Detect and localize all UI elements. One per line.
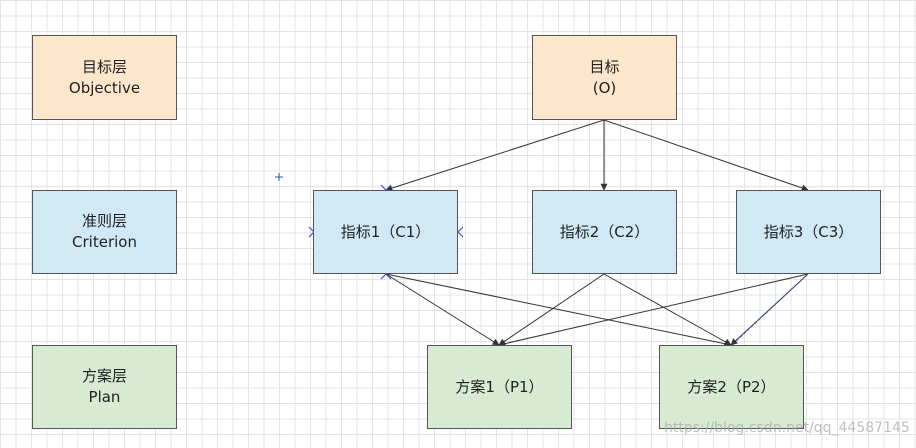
criterion-label: 指标3（C3） [763,222,854,241]
plus-cursor-icon [275,173,283,181]
criterion-node-c3[interactable]: 指标3（C3） [736,190,881,274]
plan-label: 方案1（P1） [455,377,544,396]
goal-code: (O) [592,78,617,97]
plan-node-p1[interactable]: 方案1（P1） [427,345,572,429]
edge-c3-p2-highlight [733,273,809,344]
layer-objective-subtitle: Objective [68,78,141,97]
criterion-node-c2[interactable]: 指标2（C2） [532,190,677,274]
criterion-node-c1[interactable]: 指标1（C1） [313,190,458,274]
layer-criterion-subtitle: Criterion [72,233,137,251]
layer-criterion-title: 准则层 [81,212,127,230]
edge-c1-p1[interactable] [385,273,500,346]
edge-o-c3[interactable] [603,119,809,192]
watermark-text: https://blog.csdn.net/qq_44587145 [664,420,910,436]
layer-criterion-box[interactable]: 准则层 Criterion [32,190,177,274]
plan-node-p2[interactable]: 方案2（P2） [659,345,804,429]
goal-node[interactable]: 目标 (O) [532,35,677,120]
edge-c2-p2[interactable] [603,273,732,346]
layer-plan-box[interactable]: 方案层 Plan [32,345,177,429]
goal-title: 目标 [589,57,620,76]
plan-label: 方案2（P2） [687,377,776,396]
layer-objective-box[interactable]: 目标层 Objective [32,35,177,120]
layer-objective-title: 目标层 [81,57,127,76]
edge-c1-p2[interactable] [385,273,732,348]
layer-plan-subtitle: Plan [88,388,121,406]
edge-c2-p1[interactable] [498,273,605,346]
edge-c3-p1[interactable] [498,273,809,348]
edge-o-c1[interactable] [385,119,605,192]
criterion-label: 指标1（C1） [340,222,431,241]
layer-plan-title: 方案层 [81,367,127,385]
criterion-label: 指标2（C2） [559,222,650,241]
